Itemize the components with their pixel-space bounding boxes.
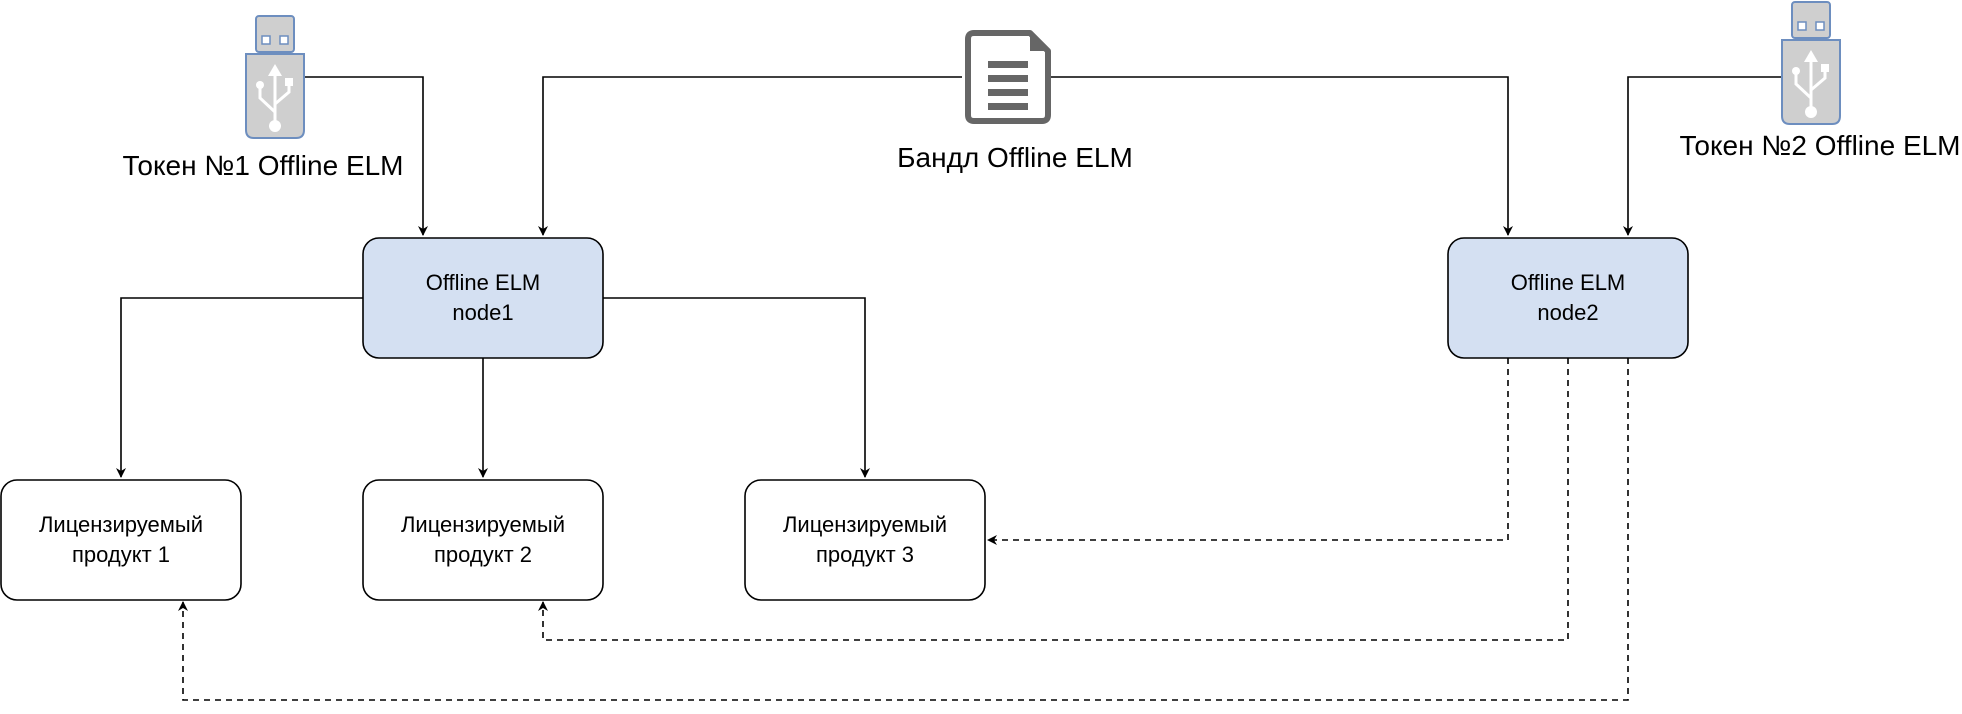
usb-token-icon [245,15,305,139]
product-box-3[interactable]: Лицензируемый продукт 3 [744,479,986,601]
edge-bundle-node1 [538,76,962,236]
token1-label: Токен №1 Offline ELM [122,150,403,181]
token2-label: Токен №2 Offline ELM [1679,130,1960,161]
node-box-node1[interactable]: Offline ELM node1 [362,237,604,359]
edge-node2-product2 [538,358,1569,641]
edge-node1-product3 [603,297,870,478]
node2-name: node2 [1537,300,1598,325]
edge-token1-node1 [300,76,428,236]
edge-token2-node2 [1623,76,1783,236]
product-box-1[interactable]: Лицензируемый продукт 1 [0,479,242,601]
connectors [116,76,1783,478]
edge-bundle-node2 [1050,76,1513,236]
usb-token-icon [1781,1,1841,125]
product2-line2: продукт 2 [434,542,532,567]
edge-node1-product1 [116,297,363,478]
product2-line1: Лицензируемый [401,512,565,537]
dashed-connectors [178,358,1629,701]
bundle-label: Бандл Offline ELM [897,142,1133,173]
node1-title: Offline ELM [426,270,541,295]
product1-line2: продукт 1 [72,542,170,567]
node-box-node2[interactable]: Offline ELM node2 [1447,237,1689,359]
edge-node2-product3 [987,358,1509,545]
node1-name: node1 [452,300,513,325]
node2-title: Offline ELM [1511,270,1626,295]
product-box-2[interactable]: Лицензируемый продукт 2 [362,479,604,601]
edge-node2-product1 [178,358,1629,701]
document-icon [965,30,1051,124]
product3-line1: Лицензируемый [783,512,947,537]
product3-line2: продукт 3 [816,542,914,567]
product1-line1: Лицензируемый [39,512,203,537]
